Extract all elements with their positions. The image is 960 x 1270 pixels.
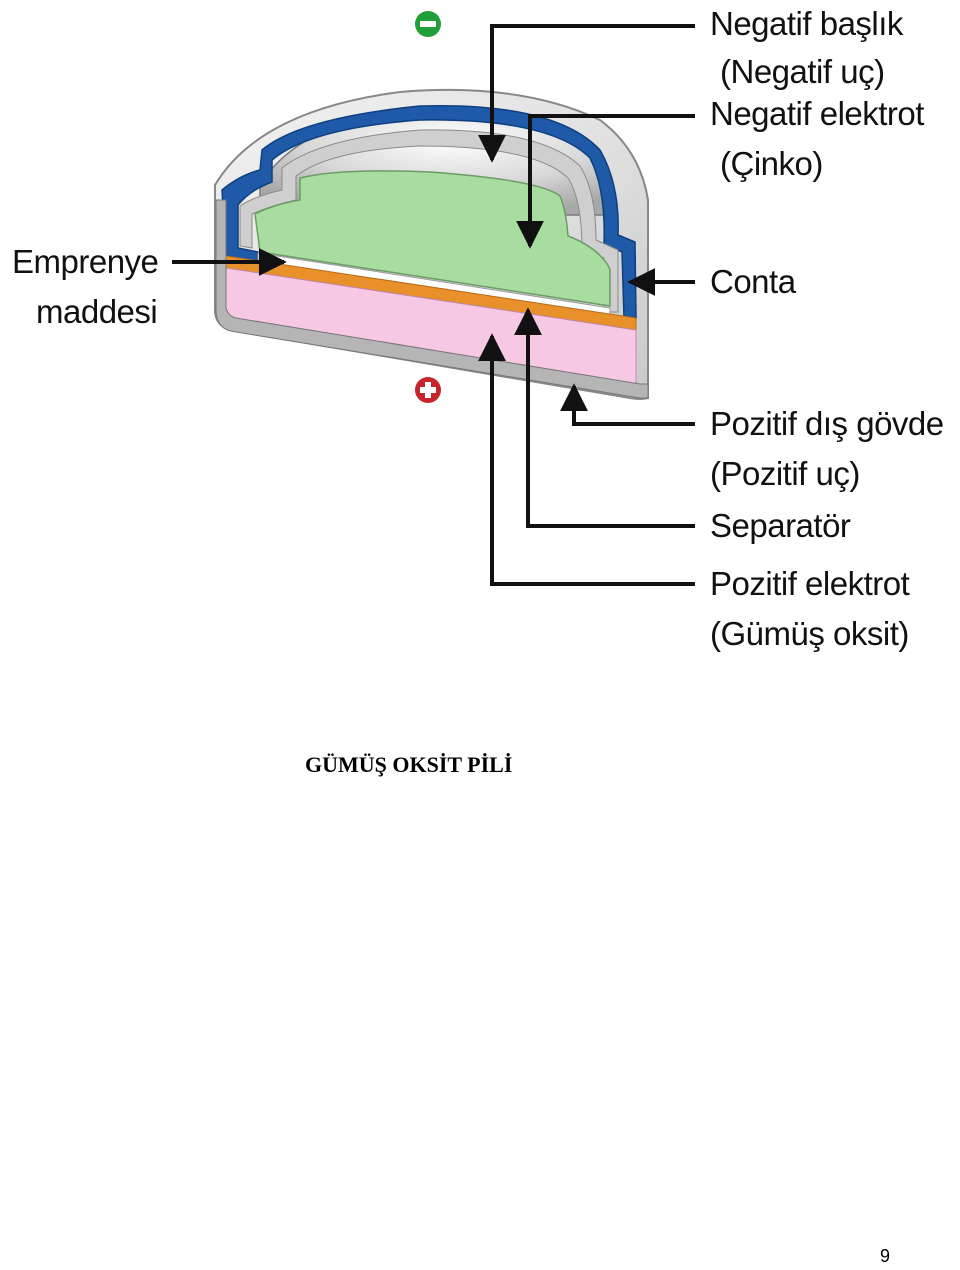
figure-caption: GÜMÜŞ OKSİT PİLİ — [305, 752, 513, 777]
negative-terminal-icon — [415, 11, 441, 37]
leader-positive-case — [560, 383, 695, 426]
page-number: 9 — [880, 1246, 891, 1266]
label-positive-electrode: Pozitif elektrot — [710, 565, 910, 602]
label-negative-electrode-sub: (Çinko) — [720, 145, 823, 182]
label-positive-electrode-sub: (Gümüş oksit) — [710, 615, 909, 652]
label-positive-case-sub: (Pozitif uç) — [710, 455, 860, 492]
label-negative-cap-sub: (Negatif uç) — [720, 53, 885, 90]
battery-cross-section-diagram — [172, 11, 695, 586]
leader-negative-electrode — [516, 114, 695, 249]
label-positive-case: Pozitif dış gövde — [710, 405, 944, 442]
label-negative-electrode: Negatif elektrot — [710, 95, 924, 132]
leader-negative-cap — [478, 24, 695, 163]
label-impregnation-sub: maddesi — [36, 293, 158, 330]
leader-positive-electrode — [478, 333, 695, 586]
label-negative-cap: Negatif başlık — [710, 5, 903, 42]
case-bottom-rim — [215, 199, 649, 399]
label-impregnation: Emprenye — [12, 243, 159, 280]
positive-terminal-icon — [415, 377, 441, 403]
label-separator: Separatör — [710, 507, 851, 544]
zinc-electrode — [254, 170, 611, 307]
label-gasket: Conta — [710, 263, 796, 300]
leader-separator — [514, 307, 695, 528]
